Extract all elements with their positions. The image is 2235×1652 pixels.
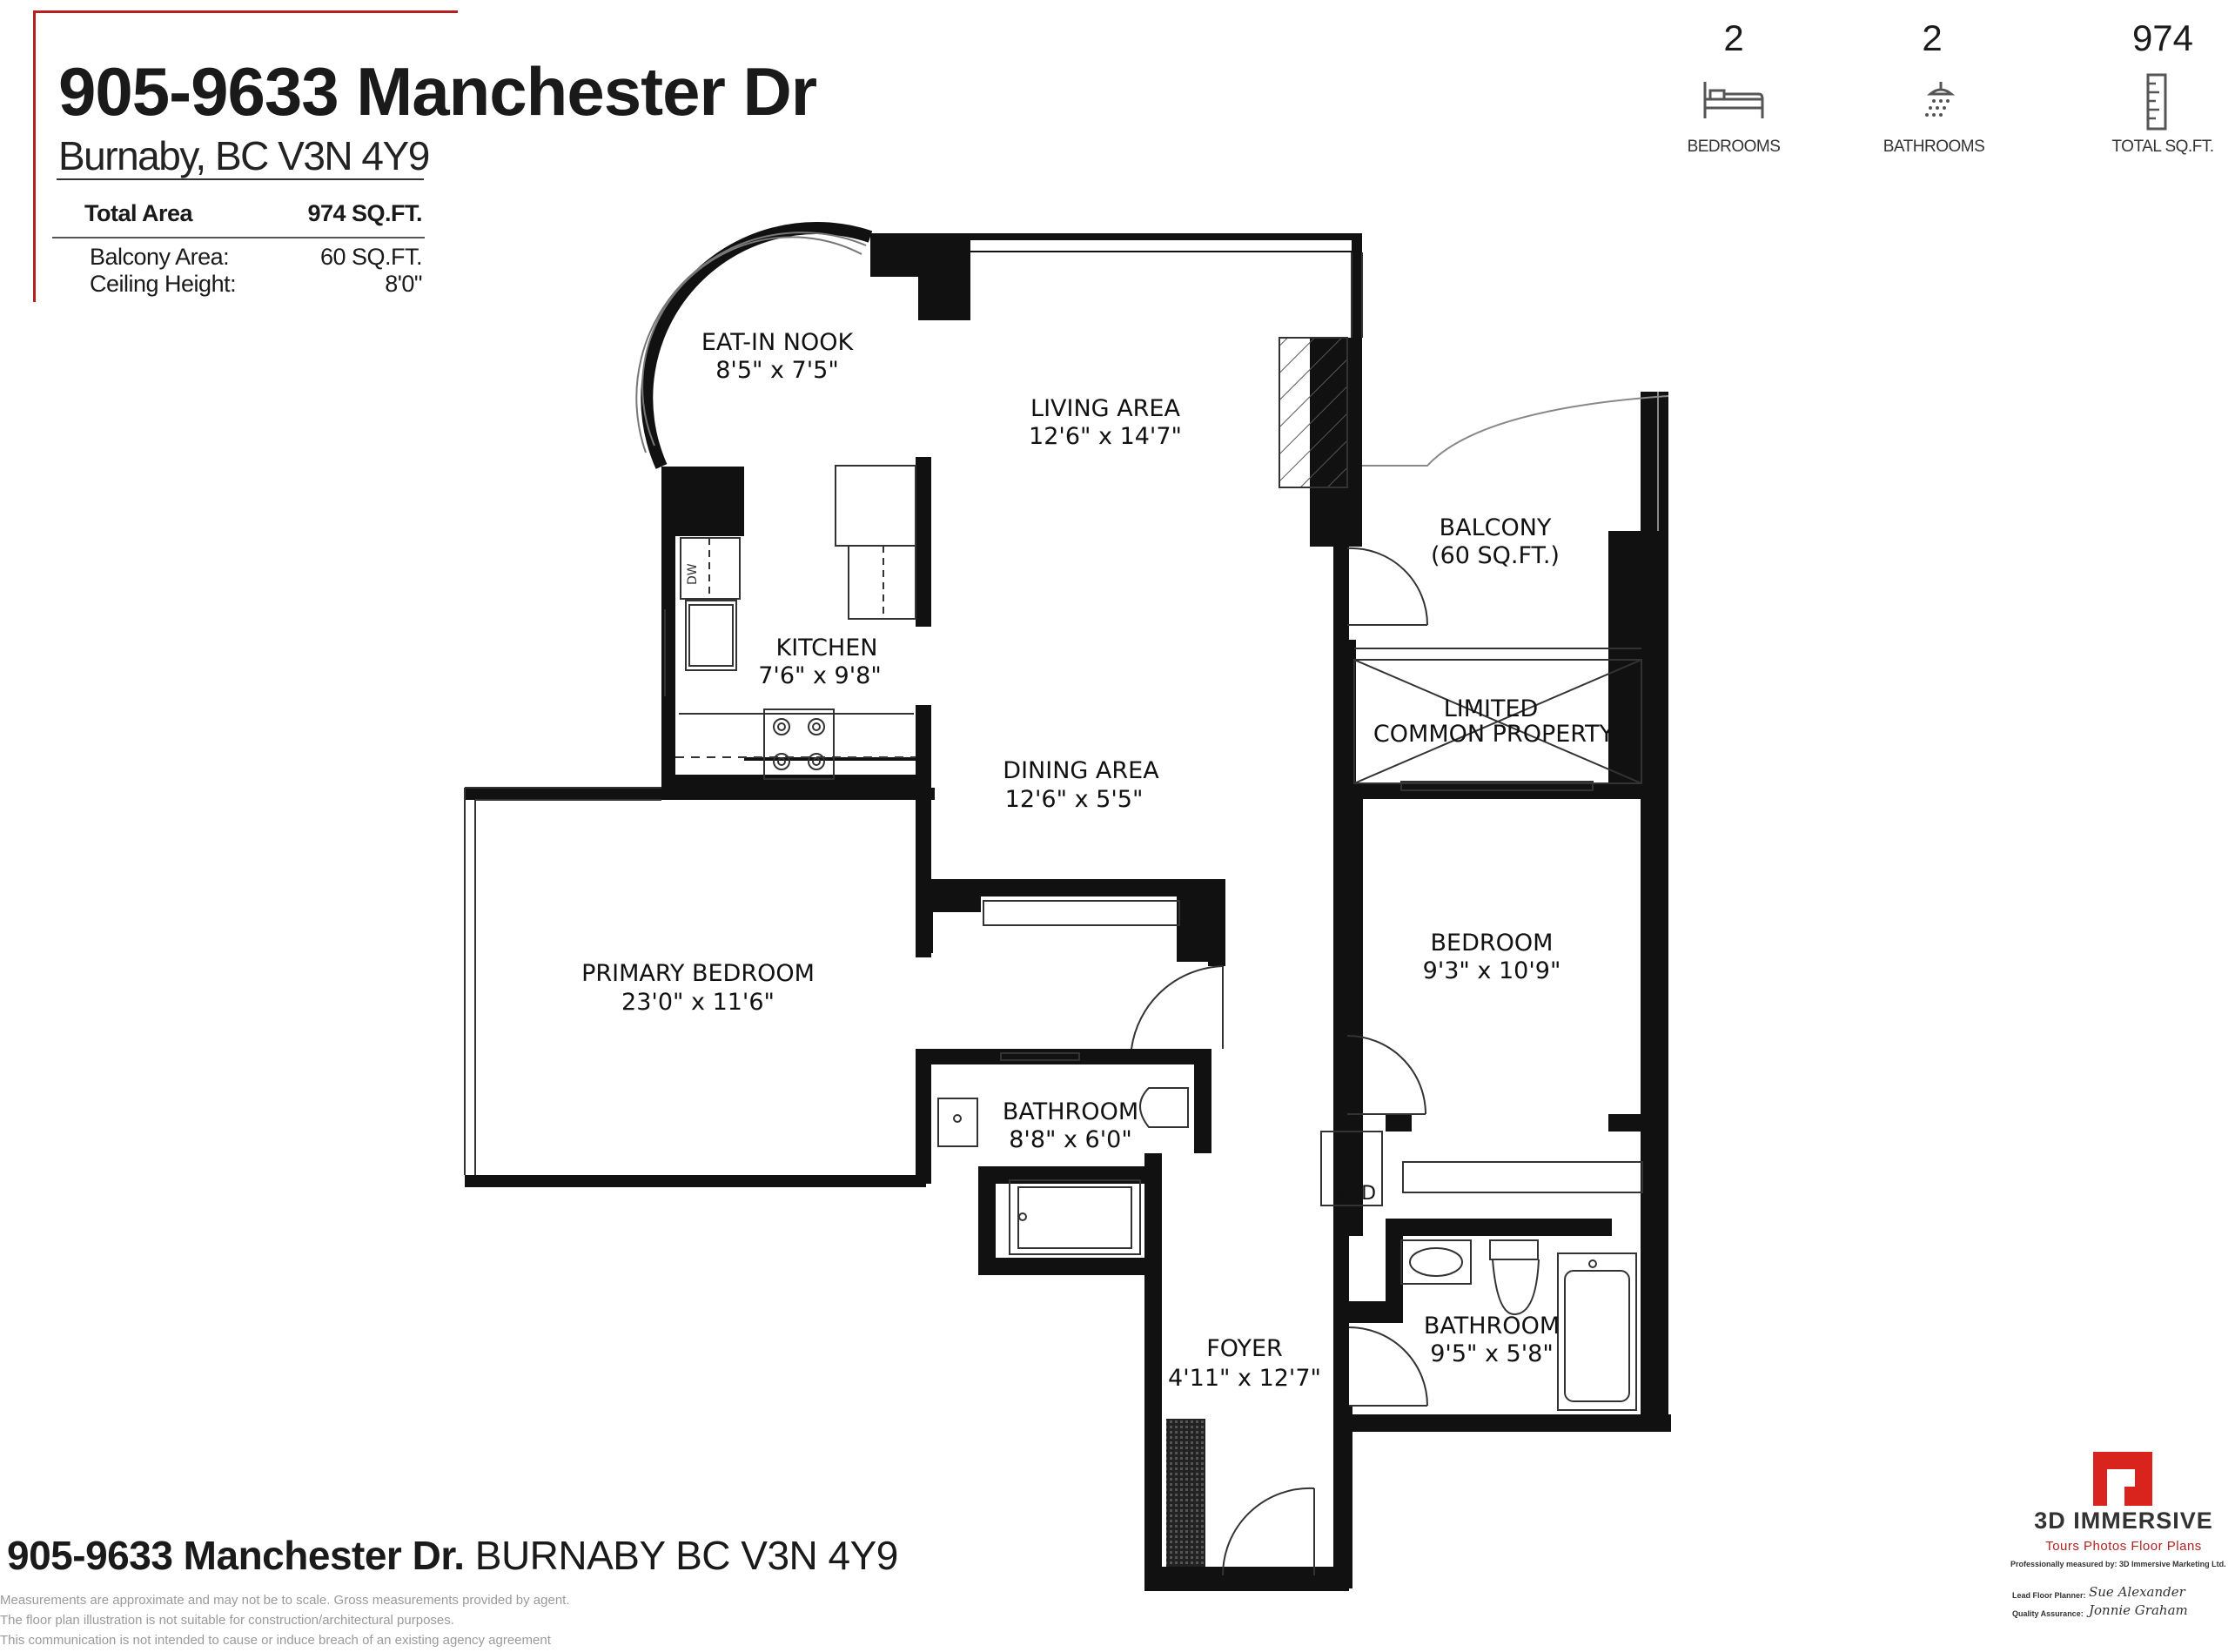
- footer-address: 905-9633 Manchester Dr. BURNABY BC V3N 4…: [7, 1532, 898, 1579]
- brand-measured-by: Professionally measured by: 3D Immersive…: [2010, 1560, 2226, 1568]
- room-name-bathroom-1: BATHROOM: [1003, 1098, 1138, 1125]
- room-name-primary-bedroom: PRIMARY BEDROOM: [581, 960, 815, 987]
- footer-address-bold: 905-9633 Manchester Dr.: [7, 1533, 465, 1578]
- lead-planner-label: Lead Floor Planner:: [2012, 1591, 2086, 1600]
- svg-text:COMMON PROPERTY: COMMON PROPERTY: [1373, 721, 1614, 748]
- bay-window: [635, 222, 873, 469]
- title-frame: [33, 10, 460, 302]
- title-rule-top: [33, 10, 458, 13]
- svg-text:BEDROOM: BEDROOM: [1431, 930, 1554, 957]
- disclaimer-line-1: Measurements are approximate and may not…: [0, 1593, 570, 1608]
- bathrooms-label: BATHROOMS: [1883, 138, 1985, 156]
- bedrooms-count: 2: [1723, 17, 1744, 58]
- svg-text:EAT-IN NOOK: EAT-IN NOOK: [701, 329, 855, 356]
- room-size-bedroom: 9'3" x 10'9": [1423, 957, 1561, 984]
- bedrooms-label: BEDROOMS: [1687, 138, 1781, 156]
- svg-text:9'3" x 10'9": 9'3" x 10'9": [1423, 957, 1561, 984]
- svg-text:8'8" x 6'0": 8'8" x 6'0": [1009, 1126, 1132, 1153]
- bed-icon: [1703, 82, 1764, 118]
- svg-text:BATHROOM: BATHROOM: [1424, 1313, 1560, 1340]
- lead-planner-signature: Sue Alexander: [2089, 1584, 2185, 1600]
- ruler-icon: [2146, 73, 2167, 131]
- svg-text:W/D: W/D: [1336, 1183, 1376, 1205]
- svg-text:8'5" x 7'5": 8'5" x 7'5": [715, 357, 839, 384]
- room-size-living-area: 12'6" x 14'7": [1029, 423, 1182, 450]
- room-size-dining-area: 12'6" x 5'5": [1005, 786, 1144, 813]
- room-name-bedroom: BEDROOM: [1431, 930, 1554, 957]
- svg-text:KITCHEN: KITCHEN: [776, 635, 878, 661]
- listing-address: 905-9633 Manchester Dr: [58, 53, 817, 130]
- svg-text:BATHROOM: BATHROOM: [1003, 1098, 1138, 1125]
- svg-text:7'6" x 9'8": 7'6" x 9'8": [758, 662, 882, 689]
- city-divider: [57, 178, 424, 180]
- balcony-area-value: 60 SQ.FT.: [319, 244, 423, 270]
- brand-tagline: Tours Photos Floor Plans: [2045, 1539, 2202, 1554]
- shower-icon: [1925, 82, 1955, 117]
- svg-text:(60 SQ.FT.): (60 SQ.FT.): [1431, 542, 1560, 569]
- svg-text:4'11" x 12'7": 4'11" x 12'7": [1168, 1365, 1321, 1392]
- dishwasher-label: DW: [686, 563, 700, 585]
- room-name-eat-in-nook: EAT-IN NOOK: [701, 329, 855, 356]
- disclaimer-line-2: The floor plan illustration is not suita…: [0, 1613, 454, 1628]
- room-size-foyer: 4'11" x 12'7": [1168, 1365, 1321, 1392]
- room-name-lcp-line1: LIMITED: [1444, 695, 1539, 722]
- svg-text:FOYER: FOYER: [1206, 1335, 1283, 1362]
- sqft-count: 974: [2131, 17, 2194, 58]
- svg-text:LIMITED: LIMITED: [1444, 695, 1539, 722]
- qa-label: Quality Assurance:: [2012, 1609, 2084, 1618]
- svg-text:DINING AREA: DINING AREA: [1003, 757, 1159, 784]
- total-area-divider: [52, 237, 425, 238]
- brand-logo-icon: [2093, 1452, 2152, 1506]
- room-size-kitchen: 7'6" x 9'8": [758, 662, 882, 689]
- svg-text:12'6" x 5'5": 12'6" x 5'5": [1005, 786, 1144, 813]
- room-size-balcony: (60 SQ.FT.): [1431, 542, 1560, 569]
- walls: [465, 233, 1671, 1591]
- washer-dryer-label: W/D: [1336, 1183, 1376, 1205]
- total-area-label: Total Area: [84, 200, 193, 226]
- balcony-area-label: Balcony Area:: [90, 244, 230, 270]
- footer-address-rest: BURNABY BC V3N 4Y9: [474, 1533, 899, 1578]
- room-labels: EAT-IN NOOK 8'5" x 7'5" LIVING AREA 12'6…: [581, 329, 1614, 1392]
- disclaimer-line-3: This communication is not intended to ca…: [0, 1633, 551, 1648]
- listing-city: Burnaby, BC V3N 4Y9: [58, 133, 430, 178]
- room-size-primary-bedroom: 23'0" x 11'6": [621, 989, 775, 1016]
- room-size-eat-in-nook: 8'5" x 7'5": [715, 357, 839, 384]
- room-name-balcony: BALCONY: [1440, 514, 1552, 541]
- total-area-value: 974 SQ.FT.: [307, 200, 422, 226]
- fixtures: [464, 252, 1669, 1576]
- room-name-kitchen: KITCHEN: [776, 635, 878, 661]
- svg-text:9'5" x 5'8": 9'5" x 5'8": [1430, 1340, 1554, 1367]
- sqft-label: TOTAL SQ.FT.: [2111, 138, 2214, 156]
- room-size-bathroom-1: 8'8" x 6'0": [1009, 1126, 1132, 1153]
- bathrooms-count: 2: [1922, 17, 1943, 58]
- svg-text:12'6" x 14'7": 12'6" x 14'7": [1029, 423, 1182, 450]
- ceiling-height-value: 8'0": [385, 271, 422, 297]
- room-name-living-area: LIVING AREA: [1030, 395, 1180, 422]
- title-rule-left: [33, 10, 36, 302]
- svg-text:23'0" x 11'6": 23'0" x 11'6": [621, 989, 775, 1016]
- room-size-bathroom-2: 9'5" x 5'8": [1430, 1340, 1554, 1367]
- door-mat: [1166, 1419, 1205, 1567]
- svg-text:LIVING AREA: LIVING AREA: [1030, 395, 1180, 422]
- room-name-dining-area: DINING AREA: [1003, 757, 1159, 784]
- qa-signature: Jonnie Graham: [2089, 1602, 2188, 1618]
- room-name-bathroom-2: BATHROOM: [1424, 1313, 1560, 1340]
- svg-text:PRIMARY BEDROOM: PRIMARY BEDROOM: [581, 960, 815, 987]
- room-name-lcp-line2: COMMON PROPERTY: [1373, 721, 1614, 748]
- brand-name: 3D IMMERSIVE: [2034, 1508, 2213, 1534]
- svg-text:BALCONY: BALCONY: [1440, 514, 1552, 541]
- room-name-foyer: FOYER: [1206, 1335, 1283, 1362]
- ceiling-height-label: Ceiling Height:: [90, 271, 237, 297]
